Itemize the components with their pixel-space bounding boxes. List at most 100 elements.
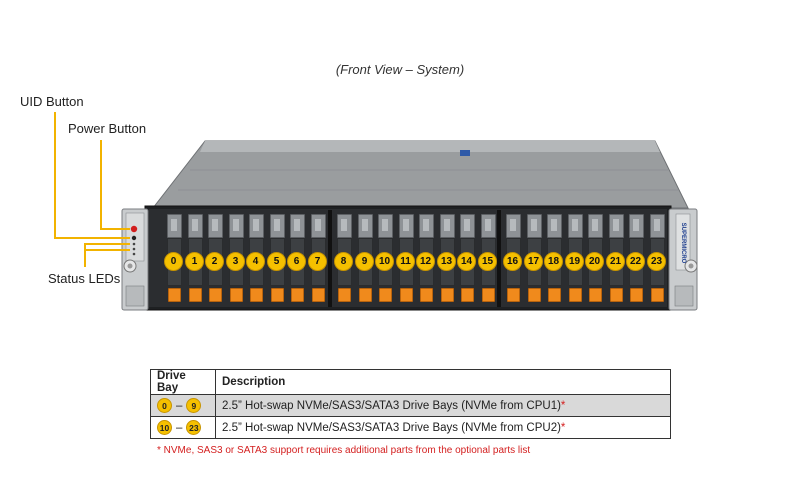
drive-tray-top (167, 214, 182, 238)
drive-tray-top (270, 214, 285, 238)
drive-release-latch[interactable] (230, 288, 243, 302)
drive-bay-number: 0 (164, 252, 183, 271)
drive-bay-number: 17 (524, 252, 543, 271)
drive-bay-number: 3 (226, 252, 245, 271)
bay-badge-from: 10 (157, 420, 172, 435)
drive-tray-top (419, 214, 434, 238)
footnote-mark: * (560, 399, 566, 412)
drive-release-latch[interactable] (189, 288, 202, 302)
drive-release-latch[interactable] (651, 288, 664, 302)
drive-bay[interactable]: 2 (205, 214, 224, 304)
drive-release-latch[interactable] (209, 288, 222, 302)
drive-release-latch[interactable] (250, 288, 263, 302)
drive-bay[interactable]: 17 (524, 214, 543, 304)
drive-bay-table: Drive Bay Description 0–9 2.5” Hot-swap … (150, 369, 671, 439)
drive-release-latch[interactable] (589, 288, 602, 302)
drive-tray-top (358, 214, 373, 238)
drive-release-latch[interactable] (168, 288, 181, 302)
drive-bay-number: 5 (267, 252, 286, 271)
drive-bay[interactable]: 20 (585, 214, 604, 304)
drive-release-latch[interactable] (528, 288, 541, 302)
drive-tray-top (460, 214, 475, 238)
drive-bay[interactable]: 10 (375, 214, 394, 304)
drive-bay-number: 14 (457, 252, 476, 271)
drive-tray-top (337, 214, 352, 238)
drive-release-latch[interactable] (271, 288, 284, 302)
drive-release-latch[interactable] (359, 288, 372, 302)
drive-bay-number: 22 (626, 252, 645, 271)
status-callout-line-h1 (84, 243, 130, 245)
drive-release-latch[interactable] (312, 288, 325, 302)
drive-bay-number: 21 (606, 252, 625, 271)
drive-bay-number: 13 (437, 252, 456, 271)
drive-bay-number: 15 (478, 252, 497, 271)
drive-release-latch[interactable] (461, 288, 474, 302)
drive-bay[interactable]: 0 (164, 214, 183, 304)
drive-tray-top (568, 214, 583, 238)
drive-bay[interactable]: 4 (246, 214, 265, 304)
brand-logo: SUPERMICRO (677, 216, 689, 270)
drive-release-latch[interactable] (630, 288, 643, 302)
description-text: 2.5” Hot-swap NVMe/SAS3/SATA3 Drive Bays… (222, 399, 561, 412)
range-dash: – (176, 421, 183, 434)
drive-bay-number: 23 (647, 252, 666, 271)
drive-bay[interactable]: 19 (565, 214, 584, 304)
drive-bay-range: 0–9 (150, 394, 216, 417)
drive-bay-range: 10–23 (150, 416, 216, 439)
drive-bay[interactable]: 1 (185, 214, 204, 304)
brand-mark: SUPERMICRO (680, 222, 686, 264)
drive-release-latch[interactable] (420, 288, 433, 302)
drive-bay[interactable]: 23 (647, 214, 666, 304)
drive-tray-top (311, 214, 326, 238)
drive-release-latch[interactable] (610, 288, 623, 302)
drive-bay-number: 20 (585, 252, 604, 271)
drive-release-latch[interactable] (441, 288, 454, 302)
drive-bay-number: 2 (205, 252, 224, 271)
drive-bay[interactable]: 18 (544, 214, 563, 304)
drive-tray-top (650, 214, 665, 238)
drive-bay-number: 9 (355, 252, 374, 271)
status-callout-line-v (84, 243, 86, 267)
drive-bay-number: 12 (416, 252, 435, 271)
figure-title: (Front View – System) (335, 62, 465, 77)
drive-bay[interactable]: 6 (287, 214, 306, 304)
drive-tray-top (547, 214, 562, 238)
table-header-description: Description (215, 369, 671, 395)
drive-tray-top (249, 214, 264, 238)
drive-release-latch[interactable] (507, 288, 520, 302)
drive-bay[interactable]: 7 (308, 214, 327, 304)
drive-bay-number: 19 (565, 252, 584, 271)
description-text: 2.5” Hot-swap NVMe/SAS3/SATA3 Drive Bays… (222, 421, 561, 434)
drive-bay[interactable]: 14 (457, 214, 476, 304)
drive-bay[interactable]: 21 (606, 214, 625, 304)
drive-bay[interactable]: 3 (226, 214, 245, 304)
table-header-drive-bay: Drive Bay (150, 369, 216, 395)
drive-tray-top (588, 214, 603, 238)
drive-release-latch[interactable] (338, 288, 351, 302)
drive-release-latch[interactable] (291, 288, 304, 302)
drive-bay[interactable]: 9 (355, 214, 374, 304)
drive-bay-number: 10 (375, 252, 394, 271)
footnote: * NVMe, SAS3 or SATA3 support requires a… (157, 445, 531, 456)
drive-bay[interactable]: 8 (334, 214, 353, 304)
drive-bay[interactable]: 16 (503, 214, 522, 304)
drive-release-latch[interactable] (569, 288, 582, 302)
drive-bay[interactable]: 5 (267, 214, 286, 304)
drive-release-latch[interactable] (482, 288, 495, 302)
uid-callout-line-h (54, 237, 130, 239)
bay-badge-from: 0 (157, 398, 172, 413)
drive-bay[interactable]: 22 (626, 214, 645, 304)
drive-bay[interactable]: 11 (396, 214, 415, 304)
drive-bay[interactable]: 15 (478, 214, 497, 304)
uid-button-led (130, 225, 138, 233)
drive-release-latch[interactable] (548, 288, 561, 302)
power-callout-line-v (100, 140, 102, 230)
drive-tray-top (440, 214, 455, 238)
uid-button-label: UID Button (20, 94, 84, 109)
drive-release-latch[interactable] (400, 288, 413, 302)
drive-bay[interactable]: 13 (437, 214, 456, 304)
drive-bay[interactable]: 12 (416, 214, 435, 304)
drive-release-latch[interactable] (379, 288, 392, 302)
